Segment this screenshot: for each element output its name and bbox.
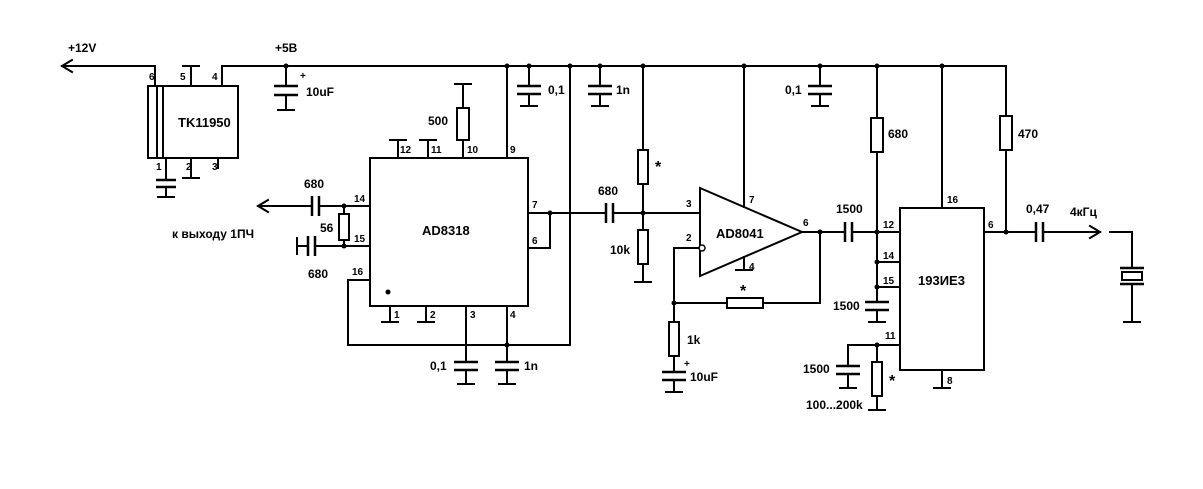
regulator-pin-2: 2: [186, 162, 192, 173]
regulator-name: TK11950: [178, 115, 231, 130]
resistor-1k: 1k: [668, 302, 701, 373]
resistor-470-value: 470: [1018, 127, 1038, 141]
ad8041-pin-7: 7: [749, 195, 755, 206]
ad8318-output-net: 680: [527, 184, 701, 249]
cap-1n-top-value: 1n: [616, 83, 630, 97]
regulator-pin-5: 5: [180, 72, 186, 83]
resistor-1k-value: 1k: [687, 333, 701, 347]
ad8318-pin-1: 1: [394, 310, 400, 321]
resistor-56-value: 56: [320, 221, 334, 235]
k193-pin-11: 11: [885, 331, 896, 342]
ad8318-pin-11: 11: [431, 145, 442, 156]
chip-ad8318: AD8318 12 11 10 9 14 15 16 7 6 1 2 3 4: [352, 65, 538, 323]
regulator-pin-3: 3: [212, 162, 218, 173]
cap-680-in2-value: 680: [308, 267, 328, 281]
plus-12v-input: +12V: [60, 41, 156, 87]
ad8318-pin-10: 10: [467, 145, 479, 156]
ad8318-name: AD8318: [422, 223, 470, 238]
ad8041-pin-3: 3: [686, 199, 692, 210]
resistor-470: 470: [999, 65, 1038, 233]
cap-1500-ground-value: 1500: [833, 299, 860, 313]
cap-10uf-top: + 10uF: [274, 65, 334, 111]
k193-pin-6: 6: [988, 220, 994, 231]
chip-193ie3: 193ИЕ3 12 14 15 11 16 6 8: [874, 65, 994, 389]
cap-0-1-bottom-value: 0,1: [430, 359, 447, 373]
cap-0-1-top-value: 0,1: [548, 83, 565, 97]
resistor-feedback-star: *: [673, 231, 821, 309]
cap-0-1-right-value: 0,1: [785, 83, 802, 97]
k193-pin-14: 14: [883, 251, 895, 262]
cap-10uf-bottom-value: 10uF: [690, 370, 718, 384]
cap-680-mid-value: 680: [598, 184, 618, 198]
cap-1n-bottom-value: 1n: [524, 359, 538, 373]
k193-pin-12: 12: [883, 220, 895, 231]
k193-name: 193ИЕ3: [918, 273, 965, 288]
ad8041-pin-2: 2: [686, 233, 692, 244]
regulator-pin-6: 6: [149, 72, 155, 83]
k193-pin-15: 15: [883, 276, 895, 287]
resistor-star-bottom-value: *: [889, 373, 896, 390]
cap-10uf-top-value: 10uF: [306, 85, 334, 99]
if-output-label: к выходу 1ПЧ: [172, 227, 254, 241]
k193-pin-8: 8: [947, 376, 953, 387]
resistor-680-right: 680: [870, 65, 908, 153]
cap-0-1-top: 0,1: [517, 65, 565, 107]
svg-text:+: +: [684, 359, 690, 370]
ad8318-pin-7: 7: [532, 200, 538, 211]
ad8318-pin-9: 9: [510, 145, 516, 156]
svg-text:+: +: [300, 71, 306, 82]
ad8041-pin-4: 4: [749, 262, 755, 273]
resistor-680-right-value: 680: [888, 127, 908, 141]
plus-5v-label: +5B: [275, 41, 298, 55]
plus-5v-rail: +5B: [221, 41, 1007, 87]
resistor-500-value: 500: [428, 114, 448, 128]
resistor-500: 500: [428, 83, 472, 141]
cap-1500-ground: 1500: [833, 299, 889, 323]
if-input-section: 680 к выходу 1ПЧ 56 680: [172, 177, 371, 281]
ad8041-name: AD8041: [716, 226, 764, 241]
ad8318-pin-16: 16: [352, 267, 364, 278]
k193-pin11-net: 1500 * 100...200k: [803, 342, 901, 412]
quartz-filter: [1109, 231, 1144, 323]
frequency-label: 4кГц: [1070, 205, 1097, 219]
ad8318-pin-15: 15: [354, 234, 366, 245]
k193-pin-16: 16: [947, 195, 959, 206]
ad8318-pin-12: 12: [400, 145, 412, 156]
cap-0-1-right: 0,1: [785, 65, 832, 107]
cap-1500-pin11-value: 1500: [803, 362, 830, 376]
cap-1n-bottom: 1n: [495, 344, 538, 385]
regulator-pin-4: 4: [212, 72, 218, 83]
resistor-10k: 10k: [610, 212, 652, 283]
cap-10uf-bottom: + 10uF: [662, 359, 718, 393]
cap-0-1-bottom: 0,1: [430, 359, 478, 385]
resistor-100-200k-value: 100...200k: [806, 398, 863, 412]
cap-0-47-value: 0,47: [1026, 202, 1050, 216]
cap-680-in-value: 680: [304, 177, 324, 191]
output-stage: 0,47 4кГц: [983, 202, 1102, 242]
resistor-feedback-star-value: *: [740, 283, 747, 300]
cap-1n-top: 1n: [588, 65, 630, 107]
ad8318-pin-2: 2: [430, 310, 436, 321]
plus-12v-label: +12V: [68, 41, 96, 55]
resistor-star-top: *: [637, 65, 662, 214]
ad8318-pin-4: 4: [510, 310, 516, 321]
ad8318-pin-6: 6: [532, 236, 538, 247]
opamp-ad8041: AD8041 3 2 7 4 6: [671, 65, 846, 306]
cap-1500-coupling-value: 1500: [836, 202, 863, 216]
regulator-pin-1: 1: [156, 162, 162, 173]
regulator-tk11950: TK11950 6 5 4 1 2 3: [147, 65, 239, 198]
resistor-star-top-value: *: [655, 159, 662, 176]
ad8041-pin-6: 6: [803, 218, 809, 229]
resistor-10k-value: 10k: [610, 243, 630, 257]
ad8318-pin-3: 3: [470, 310, 476, 321]
ad8318-pin-14: 14: [354, 194, 366, 205]
